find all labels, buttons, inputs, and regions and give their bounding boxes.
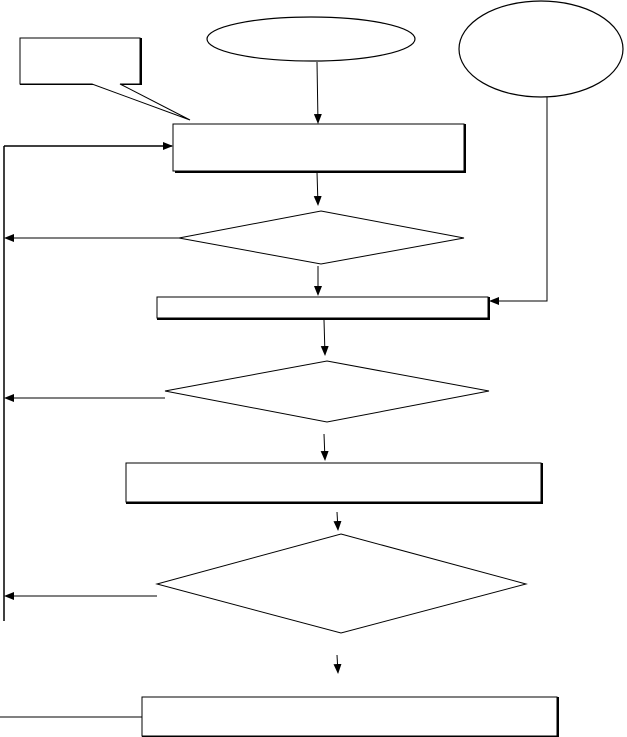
arrow-process-3-to-decision-3: [333, 511, 342, 531]
process-4-shadow: [142, 697, 559, 737]
process-1-shadow: [175, 124, 466, 173]
callout-note: [19, 37, 191, 121]
decision-1-diamond: [178, 210, 465, 265]
decision-3-diamond: [155, 533, 528, 634]
arrow-side-input-to-process-2: [489, 97, 548, 305]
process-4-box: [141, 696, 558, 737]
feedback-connectors: [0, 142, 179, 718]
main-connectors: [313, 61, 342, 674]
arrow-decision-2-to-process-3: [320, 433, 329, 461]
process-3-box: [125, 462, 542, 503]
shape-shadows: [20, 38, 559, 737]
arrow-process-2-to-decision-2: [320, 319, 329, 356]
decision-2-diamond: [164, 360, 490, 423]
arrow-process-1-to-decision-1: [313, 171, 322, 206]
process-3-shadow: [126, 463, 543, 504]
process-1-box: [172, 123, 465, 172]
start-ellipse: [206, 16, 416, 62]
arrow-start-to-process-1: [313, 61, 322, 124]
process-2-box: [156, 296, 489, 319]
arrow-decision-3-to-process-4: [333, 654, 342, 674]
side-input-ellipse: [458, 0, 624, 98]
